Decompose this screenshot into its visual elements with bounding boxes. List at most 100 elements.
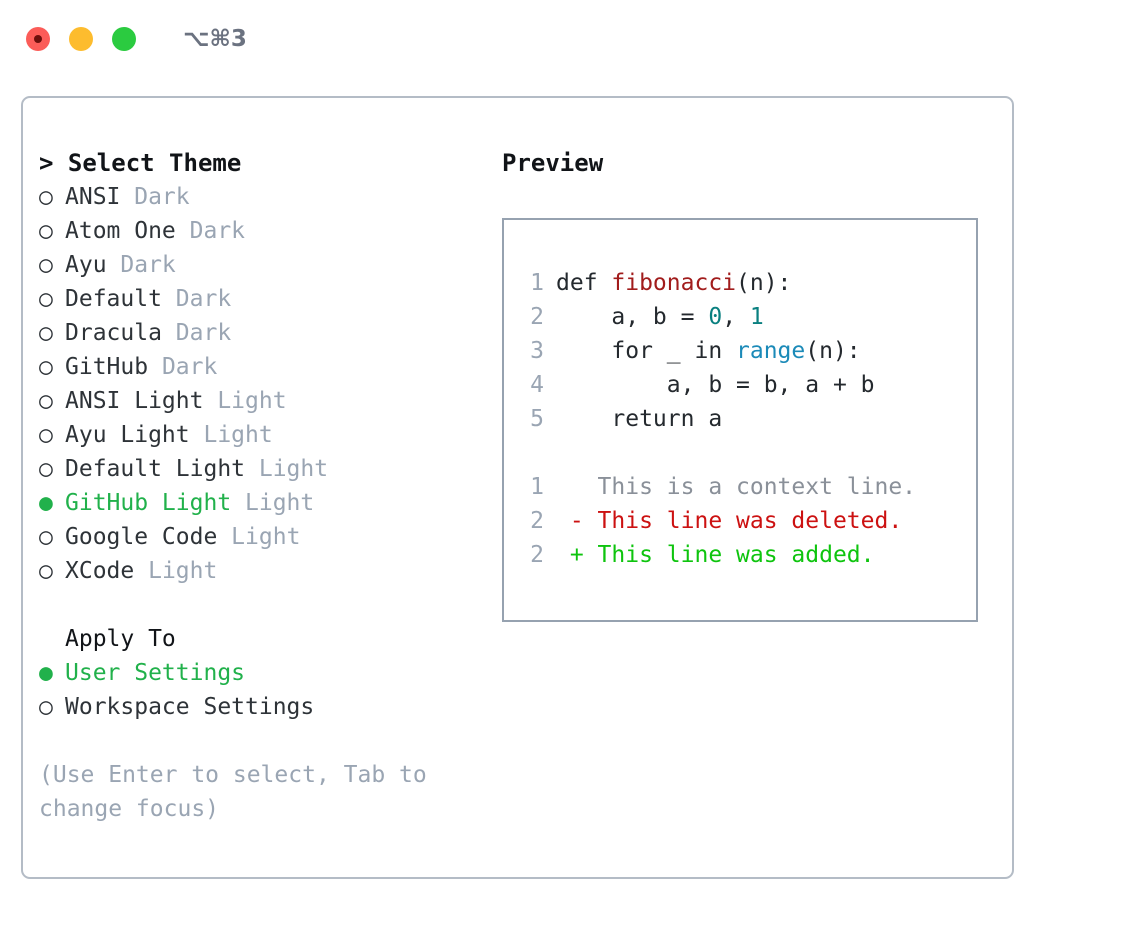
theme-option-label: GitHub Light xyxy=(65,490,232,516)
theme-option-label: Google Code xyxy=(65,524,218,550)
diff-line-number: 2 xyxy=(530,542,544,568)
radio-unselected-icon: ○ xyxy=(39,388,53,414)
theme-option-variant: Light xyxy=(189,422,273,448)
code-token-num: 1 xyxy=(749,304,764,330)
code-line: 4 a, b = b, a + b xyxy=(522,368,976,402)
theme-option-ayu[interactable]: ○ Ayu Dark xyxy=(39,248,489,282)
theme-option-variant: Light xyxy=(245,456,329,482)
radio-unselected-icon: ○ xyxy=(39,456,53,482)
theme-option-github[interactable]: ○ GitHub Dark xyxy=(39,350,489,384)
theme-option-google-code[interactable]: ○ Google Code Light xyxy=(39,520,489,554)
diff-line-number: 2 xyxy=(530,508,544,534)
diff-line-ctx: 1 This is a context line. xyxy=(522,470,976,504)
list-spacer xyxy=(39,588,489,622)
window-titlebar: ⌥⌘3 xyxy=(0,0,1140,78)
theme-list[interactable]: ○ANSI Dark○Atom One Dark○Ayu Dark○Defaul… xyxy=(39,180,489,588)
minimize-button[interactable] xyxy=(69,27,93,51)
theme-option-ansi-light[interactable]: ○ ANSI Light Light xyxy=(39,384,489,418)
code-line: 5 return a xyxy=(522,402,976,436)
diff-line-add: 2 + This line was added. xyxy=(522,538,976,572)
radio-unselected-icon: ○ xyxy=(39,184,53,210)
apply-to-option-label: Workspace Settings xyxy=(65,694,315,720)
code-line-number: 5 xyxy=(530,406,544,432)
diff-line-text: + This line was added. xyxy=(556,542,875,568)
code-token-plain: for _ in xyxy=(556,338,737,364)
traffic-light-buttons xyxy=(26,27,136,51)
theme-option-variant: Light xyxy=(231,490,315,516)
theme-option-atom-one[interactable]: ○ Atom One Dark xyxy=(39,214,489,248)
theme-option-variant: Dark xyxy=(175,218,246,244)
apply-to-heading: Apply To xyxy=(65,626,176,652)
theme-selector-panel: > Select Theme ○ANSI Dark○Atom One Dark○… xyxy=(21,96,1014,879)
theme-option-label: Ayu xyxy=(65,252,107,278)
apply-to-option-user-settings[interactable]: ● User Settings xyxy=(39,656,489,690)
theme-option-variant: Dark xyxy=(106,252,176,278)
theme-option-label: Default xyxy=(65,286,162,312)
theme-option-github-light[interactable]: ● GitHub Light Light xyxy=(39,486,489,520)
theme-option-default-light[interactable]: ○ Default Light Light xyxy=(39,452,489,486)
theme-option-variant: Light xyxy=(217,524,301,550)
theme-option-xcode[interactable]: ○ XCode Light xyxy=(39,554,489,588)
diff-line-number: 1 xyxy=(530,474,544,500)
radio-unselected-icon: ○ xyxy=(39,422,53,448)
code-line: 3 for _ in range(n): xyxy=(522,334,976,368)
theme-option-variant: Dark xyxy=(161,286,232,312)
keyboard-hint: (Use Enter to select, Tab to change focu… xyxy=(39,758,459,826)
theme-option-variant: Light xyxy=(134,558,218,584)
select-theme-heading: > Select Theme xyxy=(39,149,242,177)
radio-unselected-icon: ○ xyxy=(39,320,53,346)
theme-option-label: ANSI xyxy=(65,184,121,210)
theme-option-default[interactable]: ○Default Dark xyxy=(39,282,489,316)
keyboard-shortcut-label: ⌥⌘3 xyxy=(183,26,247,52)
radio-unselected-icon: ○ xyxy=(39,354,53,380)
apply-to-option-workspace-settings[interactable]: ○ Workspace Settings xyxy=(39,690,489,724)
theme-option-label: XCode xyxy=(65,558,135,584)
apply-to-option-label: User Settings xyxy=(65,660,246,686)
theme-option-label: GitHub xyxy=(65,354,149,380)
code-diff-gap xyxy=(522,436,976,470)
code-line: 1 def fibonacci(n): xyxy=(522,266,976,300)
close-button[interactable] xyxy=(26,27,50,51)
code-line-number: 2 xyxy=(530,304,544,330)
diff-sample: 1 This is a context line.2 - This line w… xyxy=(522,470,976,572)
radio-selected-icon: ● xyxy=(39,490,53,516)
radio-unselected-icon: ○ xyxy=(39,694,53,720)
code-token-plain: , xyxy=(722,304,750,330)
theme-option-variant: Dark xyxy=(148,354,218,380)
theme-option-ansi[interactable]: ○ ANSI Dark xyxy=(39,180,489,214)
theme-option-label: ANSI Light xyxy=(65,388,204,414)
preview-heading: Preview xyxy=(502,149,604,177)
code-line-number: 3 xyxy=(530,338,544,364)
radio-unselected-icon: ○ xyxy=(39,524,53,550)
theme-option-variant: Dark xyxy=(120,184,190,210)
radio-unselected-icon: ○ xyxy=(39,558,53,584)
code-token-plain: a, b = xyxy=(556,304,709,330)
theme-option-dracula[interactable]: ○Dracula Dark xyxy=(39,316,489,350)
code-line-number: 1 xyxy=(530,270,544,296)
code-token-kw: def xyxy=(556,270,612,296)
maximize-button[interactable] xyxy=(112,27,136,51)
keyboard-hint-line-2: change focus) xyxy=(39,796,220,822)
code-token-plain: (n): xyxy=(805,338,861,364)
radio-unselected-icon: ○ xyxy=(39,218,53,244)
apply-to-list[interactable]: ● User Settings ○ Workspace Settings xyxy=(39,656,489,724)
theme-option-variant: Light xyxy=(203,388,287,414)
code-token-fn: fibonacci xyxy=(611,270,737,296)
theme-option-ayu-light[interactable]: ○ Ayu Light Light xyxy=(39,418,489,452)
diff-line-del: 2 - This line was deleted. xyxy=(522,504,976,538)
code-token-plain: (n): xyxy=(736,270,792,296)
code-token-plain: return a xyxy=(556,406,723,432)
theme-option-variant: Dark xyxy=(161,320,232,346)
code-line-number: 4 xyxy=(530,372,544,398)
radio-unselected-icon: ○ xyxy=(39,252,53,278)
diff-line-text: - This line was deleted. xyxy=(556,508,903,534)
theme-option-label: Default Light xyxy=(65,456,246,482)
theme-option-label: Ayu Light xyxy=(65,422,190,448)
radio-selected-icon: ● xyxy=(39,660,53,686)
hint-spacer xyxy=(39,724,489,758)
theme-option-label: Atom One xyxy=(65,218,176,244)
